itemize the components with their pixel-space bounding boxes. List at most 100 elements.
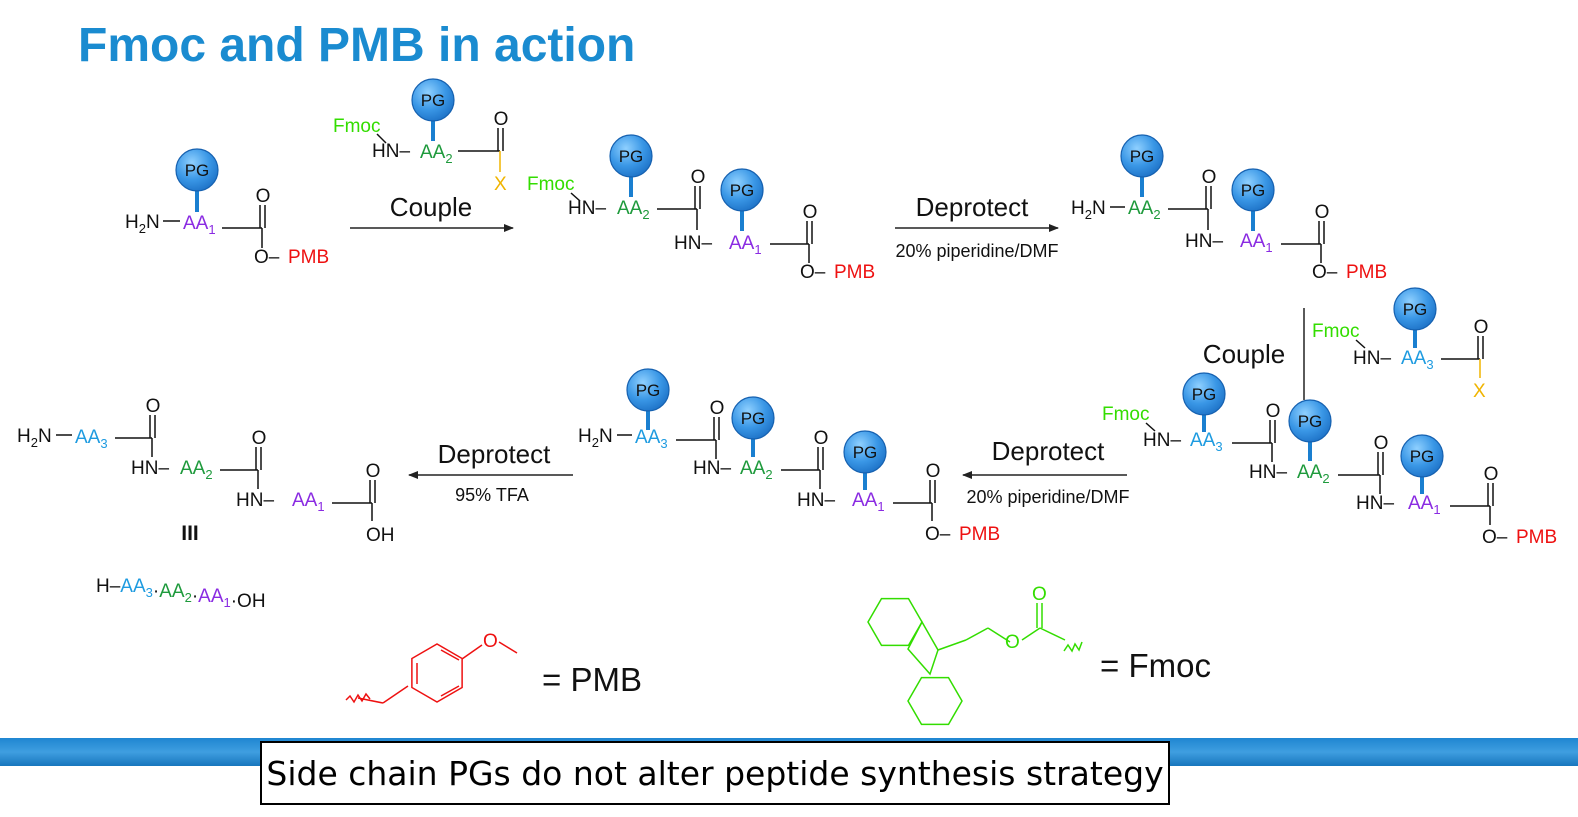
pmb-structure: O= PMB <box>345 631 642 704</box>
bond <box>965 627 989 641</box>
carbonyl-oxygen: O <box>803 202 818 223</box>
fmoc-legend-label: = Fmoc <box>1100 647 1211 684</box>
hn-label: HN– <box>1249 462 1287 483</box>
pmb-label: PMB <box>959 524 1000 545</box>
pg-bubble <box>1231 168 1275 212</box>
carboxylic-oh: OH <box>366 525 395 546</box>
aa-1-label: AA1 <box>183 213 216 237</box>
deprotect-2-conditions: 20% piperidine/DMF <box>966 487 1129 507</box>
aromatic-double-bond <box>440 649 460 661</box>
pg-bubble <box>609 134 653 178</box>
pg-bubble <box>731 396 775 440</box>
carbonyl-oxygen: O <box>146 396 161 417</box>
hn-label: HN– <box>1356 493 1394 514</box>
hn-label: HN– <box>568 198 606 219</box>
deprotect-2-label: Deprotect <box>992 436 1105 466</box>
hn-label: HN– <box>1353 348 1391 369</box>
h2n-label: H2N <box>17 426 52 450</box>
pg-bubble <box>411 78 455 122</box>
bond <box>376 133 387 144</box>
h2n-label: H2N <box>1071 198 1106 222</box>
pg-label: PG <box>730 181 755 200</box>
carbonyl-oxygen: O <box>1202 167 1217 188</box>
bond <box>382 685 409 704</box>
pg-label: PG <box>1403 300 1428 319</box>
pg-bubble <box>843 430 887 474</box>
wavy-bond <box>345 692 371 704</box>
aa-1-label: AA1 <box>1408 493 1441 517</box>
step-deprotect-2: Deprotect 20% piperidine/DMF <box>962 436 1130 507</box>
bond <box>937 639 967 651</box>
bond <box>1039 627 1066 641</box>
carbonyl-oxygen: O <box>1484 464 1499 485</box>
fluorene-ring-bottom <box>907 676 963 726</box>
couple-2-label: Couple <box>1203 339 1285 369</box>
caption-text: Side chain PGs do not alter peptide synt… <box>266 753 1164 793</box>
ester-oxygen: O– <box>254 247 280 268</box>
ester-oxygen: O– <box>800 262 826 283</box>
carbonyl-oxygen: O <box>366 461 381 482</box>
aa-1-label: AA1 <box>292 490 325 514</box>
aa-3-label: AA3 <box>635 427 668 451</box>
hn-label: HN– <box>131 458 169 479</box>
hn-label: HN– <box>1143 430 1181 451</box>
pg-label: PG <box>741 409 766 428</box>
ester-oxygen: O <box>1005 632 1020 653</box>
leaving-group-x: X <box>494 174 507 195</box>
bond <box>1021 627 1041 641</box>
fluorene-five-ring <box>907 620 939 676</box>
carbonyl-oxygen: O <box>710 398 725 419</box>
bond <box>987 627 1011 643</box>
caption-box: Side chain PGs do not alter peptide synt… <box>260 741 1170 805</box>
carbonyl-oxygen: O <box>1315 202 1330 223</box>
carbonyl-oxygen: O <box>252 428 267 449</box>
hn-label: HN– <box>372 141 410 162</box>
ester-oxygen: O– <box>925 524 951 545</box>
deprotect-1-label: Deprotect <box>916 192 1029 222</box>
hn-label: HN– <box>236 490 274 511</box>
wavy-bond <box>1063 641 1083 653</box>
ester-oxygen: O– <box>1482 527 1508 548</box>
pg-bubble <box>626 368 670 412</box>
fmoc-structure: O O = Fmoc <box>867 584 1211 726</box>
carbonyl-oxygen: O <box>1032 584 1047 605</box>
pg-bubble <box>1182 372 1226 416</box>
sequence-shorthand: H–AA3·AA2·AA1·OH <box>96 576 266 612</box>
fmoc-label: Fmoc <box>333 116 381 137</box>
bond <box>498 641 518 654</box>
aa-2-label: AA2 <box>740 458 773 482</box>
aa-3-label: AA3 <box>1190 430 1223 454</box>
step-deprotect-1: Deprotect 20% piperidine/DMF <box>895 192 1059 261</box>
bond <box>1355 339 1366 349</box>
ester-oxygen: O– <box>1312 262 1338 283</box>
pg-bubble <box>720 168 764 212</box>
h2n-label: H2N <box>125 212 160 236</box>
aa-2-label: AA2 <box>1297 462 1330 486</box>
aa-1-label: AA1 <box>1240 231 1273 255</box>
deprotect-3-conditions: 95% TFA <box>455 485 529 505</box>
aa-2-label: AA2 <box>1128 198 1161 222</box>
deprotect-1-conditions: 20% piperidine/DMF <box>895 241 1058 261</box>
pmb-label: PMB <box>288 247 329 268</box>
pg-bubble <box>1400 434 1444 478</box>
compound-number: III <box>181 522 199 545</box>
aa-1-label: AA1 <box>729 233 762 257</box>
couple-1-label: Couple <box>390 192 472 222</box>
fluorene-ring-top <box>867 597 923 647</box>
bond <box>570 192 581 202</box>
pmb-label: PMB <box>834 262 875 283</box>
step-couple-1: Couple <box>350 192 514 232</box>
carbonyl-oxygen: O <box>814 428 829 449</box>
carbonyl-oxygen: O <box>256 186 271 207</box>
pg-bubble <box>175 148 219 192</box>
aa-1-label: AA1 <box>852 490 885 514</box>
aa-2-label: AA2 <box>180 458 213 482</box>
pg-label: PG <box>421 91 446 110</box>
pmb-label: PMB <box>1516 527 1557 548</box>
